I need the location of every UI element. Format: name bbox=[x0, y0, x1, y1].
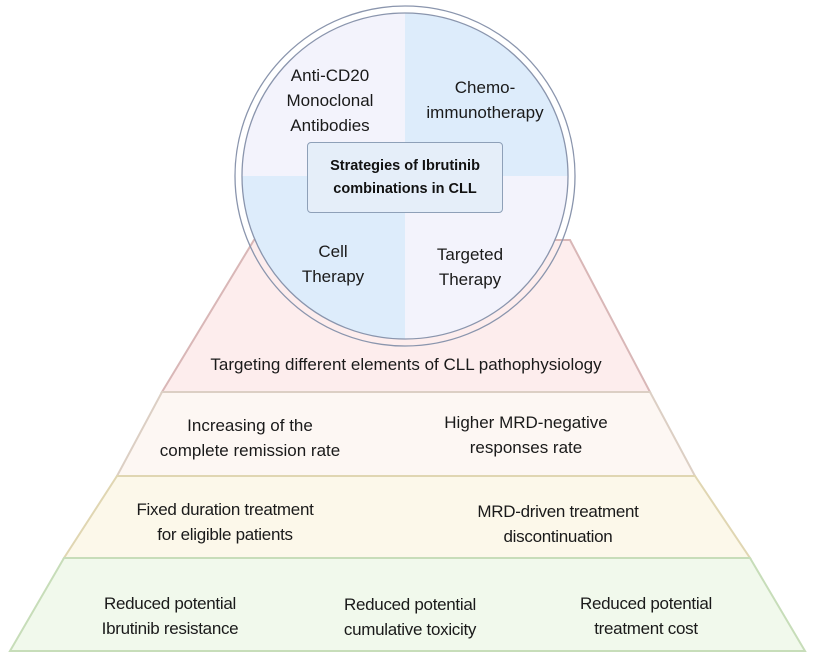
center-title-box: Strategies of Ibrutinib combinations in … bbox=[307, 142, 503, 213]
label-line: treatment cost bbox=[594, 619, 698, 638]
label-line: Ibrutinib resistance bbox=[101, 619, 239, 638]
quadrant-label-anti-cd20: Anti-CD20 Monoclonal Antibodies bbox=[265, 63, 395, 138]
label-line: Fixed duration treatment bbox=[136, 500, 314, 519]
label-line: discontinuation bbox=[503, 527, 613, 546]
label-line: Targeting different elements of CLL path… bbox=[210, 355, 602, 374]
label-line: cumulative toxicity bbox=[343, 620, 477, 639]
label-line: MRD-driven treatment bbox=[477, 502, 639, 521]
quadrant-label-targeted-therapy: Targeted Therapy bbox=[415, 242, 525, 292]
pyramid-level-4 bbox=[8, 557, 807, 652]
quadrant-label-chemoimmunotherapy: Chemo- immunotherapy bbox=[410, 75, 560, 125]
title-line: Strategies of Ibrutinib bbox=[330, 157, 480, 174]
label-line: responses rate bbox=[469, 438, 583, 457]
label-line: immunotherapy bbox=[426, 103, 544, 122]
level-3-item-fixed-duration: Fixed duration treatment for eligible pa… bbox=[100, 497, 350, 547]
level-3-item-mrd-driven: MRD-driven treatment discontinuation bbox=[448, 499, 668, 549]
label-line: complete remission rate bbox=[159, 441, 341, 460]
level-4-item-toxicity: Reduced potential cumulative toxicity bbox=[310, 592, 510, 642]
level-2-item-mrd-negative: Higher MRD-negative responses rate bbox=[416, 410, 636, 460]
level-4-item-cost: Reduced potential treatment cost bbox=[546, 591, 746, 641]
level-4-item-resistance: Reduced potential Ibrutinib resistance bbox=[70, 591, 270, 641]
label-line: Anti-CD20 bbox=[290, 66, 370, 85]
level-1-text: Targeting different elements of CLL path… bbox=[170, 352, 642, 377]
level-2-item-remission: Increasing of the complete remission rat… bbox=[130, 413, 370, 463]
label-line: Antibodies bbox=[290, 116, 370, 135]
label-line: Reduced potential bbox=[580, 594, 712, 613]
label-line: Higher MRD-negative bbox=[444, 413, 608, 432]
title-line: combinations in CLL bbox=[333, 180, 477, 197]
label-line: Cell bbox=[318, 242, 348, 261]
quadrant-label-cell-therapy: Cell Therapy bbox=[283, 239, 383, 289]
label-line: Reduced potential bbox=[344, 595, 476, 614]
label-line: Therapy bbox=[301, 267, 365, 286]
circle-inner-ring bbox=[241, 12, 569, 340]
label-line: for eligible patients bbox=[157, 525, 293, 544]
label-line: Reduced potential bbox=[104, 594, 236, 613]
label-line: Increasing of the bbox=[187, 416, 313, 435]
label-line: Monoclonal bbox=[286, 91, 374, 110]
circle-outer-ring bbox=[234, 5, 576, 347]
label-line: Chemo- bbox=[454, 78, 516, 97]
label-line: Therapy bbox=[438, 270, 502, 289]
label-line: Targeted bbox=[436, 245, 504, 264]
